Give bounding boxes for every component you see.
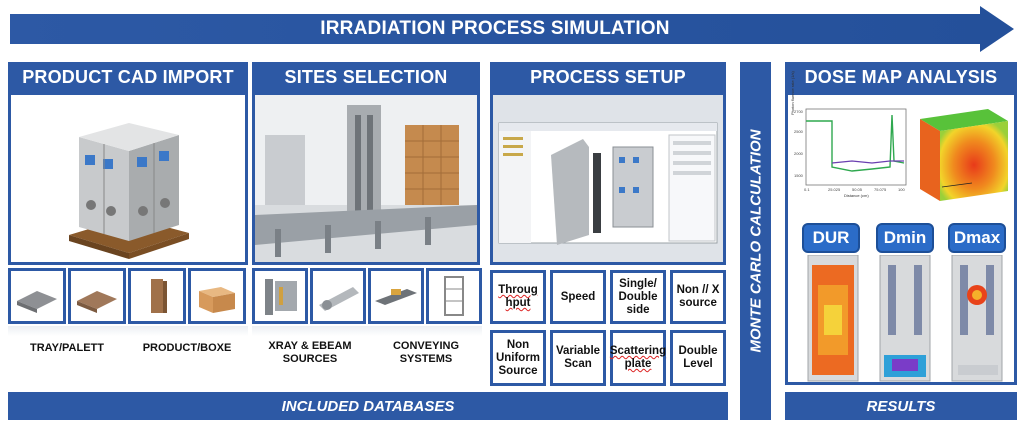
param-variable-scan-label: Variable Scan xyxy=(555,345,601,370)
software-screenshot-icon xyxy=(498,122,718,245)
chart-xtick-2: 50.05 xyxy=(852,187,863,192)
databases-footer: INCLUDED DATABASES xyxy=(8,392,728,420)
dmax-button[interactable]: Dmax xyxy=(948,223,1006,253)
db-reflection-sites xyxy=(252,326,482,336)
chart-xlabel: Distance (cm) xyxy=(844,193,869,198)
chart-xtick-4: 100 xyxy=(898,187,905,192)
param-speed-label: Speed xyxy=(560,290,596,303)
dose-header: DOSE MAP ANALYSIS xyxy=(785,62,1017,92)
process-header: PROCESS SETUP xyxy=(490,62,726,92)
cad-header: PRODUCT CAD IMPORT xyxy=(8,62,248,92)
pallet-cad-icon xyxy=(69,123,189,259)
db-reflection-cad xyxy=(8,326,248,336)
param-throughput-label: Throughput xyxy=(498,284,538,309)
param-scattering-label: Scattering plate xyxy=(609,345,667,370)
cad-panel xyxy=(8,92,248,265)
db-tile-boxe[interactable] xyxy=(188,268,246,324)
dur-button[interactable]: DUR xyxy=(802,223,860,253)
chart-ytick-0: 2700 xyxy=(794,109,803,114)
db-tile-conveyor[interactable] xyxy=(368,268,424,324)
param-scattering[interactable]: Scattering plate xyxy=(610,330,666,386)
param-single-double[interactable]: Single/ Double side xyxy=(610,270,666,324)
chart-ytick-1: 2500 xyxy=(794,129,803,134)
param-non-uniform-label: Non Uniform Source xyxy=(495,338,541,377)
process-banner: IRRADIATION PROCESS SIMULATION xyxy=(10,6,1015,52)
param-throughput[interactable]: Throughput xyxy=(490,270,546,324)
facility-scene-icon xyxy=(255,95,477,262)
sites-header: SITES SELECTION xyxy=(252,62,480,92)
chart-xtick-1: 25.025 xyxy=(828,187,841,192)
chart-ytick-2: 2000 xyxy=(794,151,803,156)
param-variable-scan[interactable]: Variable Scan xyxy=(550,330,606,386)
box-icon xyxy=(199,287,235,313)
chart-ytick-3: 1500 xyxy=(794,173,803,178)
dose-panel: Photon fluence rate (1/s) 2700 2500 2000… xyxy=(785,71,1017,385)
sites-panel xyxy=(252,92,480,265)
db-label-product: PRODUCT/BOXE xyxy=(142,342,232,354)
banner-title: IRRADIATION PROCESS SIMULATION xyxy=(320,18,670,39)
palett-icon xyxy=(77,291,117,313)
param-non-uniform[interactable]: Non Uniform Source xyxy=(490,330,546,386)
db-tile-ebeam[interactable] xyxy=(310,268,366,324)
banner-arrow-icon xyxy=(10,6,1014,52)
process-panel xyxy=(490,92,726,265)
db-tile-tray[interactable] xyxy=(8,268,66,324)
param-double-level-label: Double Level xyxy=(678,345,718,370)
results-footer: RESULTS xyxy=(785,392,1017,420)
xray-source-icon xyxy=(265,279,297,315)
rack-icon xyxy=(444,276,464,316)
param-double-level[interactable]: Double Level xyxy=(670,330,726,386)
dose-cube-icon xyxy=(920,109,1008,201)
param-non-x-source[interactable]: Non // X source xyxy=(670,270,726,324)
ebeam-source-icon xyxy=(319,287,359,311)
db-label-xray: XRAY & EBEAM SOURCES xyxy=(268,340,352,365)
db-label-tray: TRAY/PALETT xyxy=(30,342,104,354)
param-speed[interactable]: Speed xyxy=(550,270,606,324)
db-label-conveying: CONVEYING SYSTEMS xyxy=(392,340,459,365)
monte-carlo-bar: MONTE CARLO CALCULATION xyxy=(740,62,771,420)
tray-icon xyxy=(17,291,57,313)
chart-xtick-0: 0.1 xyxy=(804,187,810,192)
db-tile-xray[interactable] xyxy=(252,268,308,324)
param-non-x-source-label: Non // X source xyxy=(676,284,720,309)
db-tile-product[interactable] xyxy=(128,268,186,324)
fluence-chart xyxy=(805,108,907,186)
chart-xtick-3: 75.075 xyxy=(874,187,887,192)
db-tile-rack[interactable] xyxy=(426,268,482,324)
param-single-double-label: Single/ Double side xyxy=(618,277,658,316)
conveyor-icon xyxy=(375,289,417,305)
dmin-button[interactable]: Dmin xyxy=(876,223,934,253)
dose-distribution-renders xyxy=(807,255,1003,382)
db-tile-palett[interactable] xyxy=(68,268,126,324)
monte-carlo-title: MONTE CARLO CALCULATION xyxy=(747,129,764,353)
product-icon xyxy=(151,279,167,313)
